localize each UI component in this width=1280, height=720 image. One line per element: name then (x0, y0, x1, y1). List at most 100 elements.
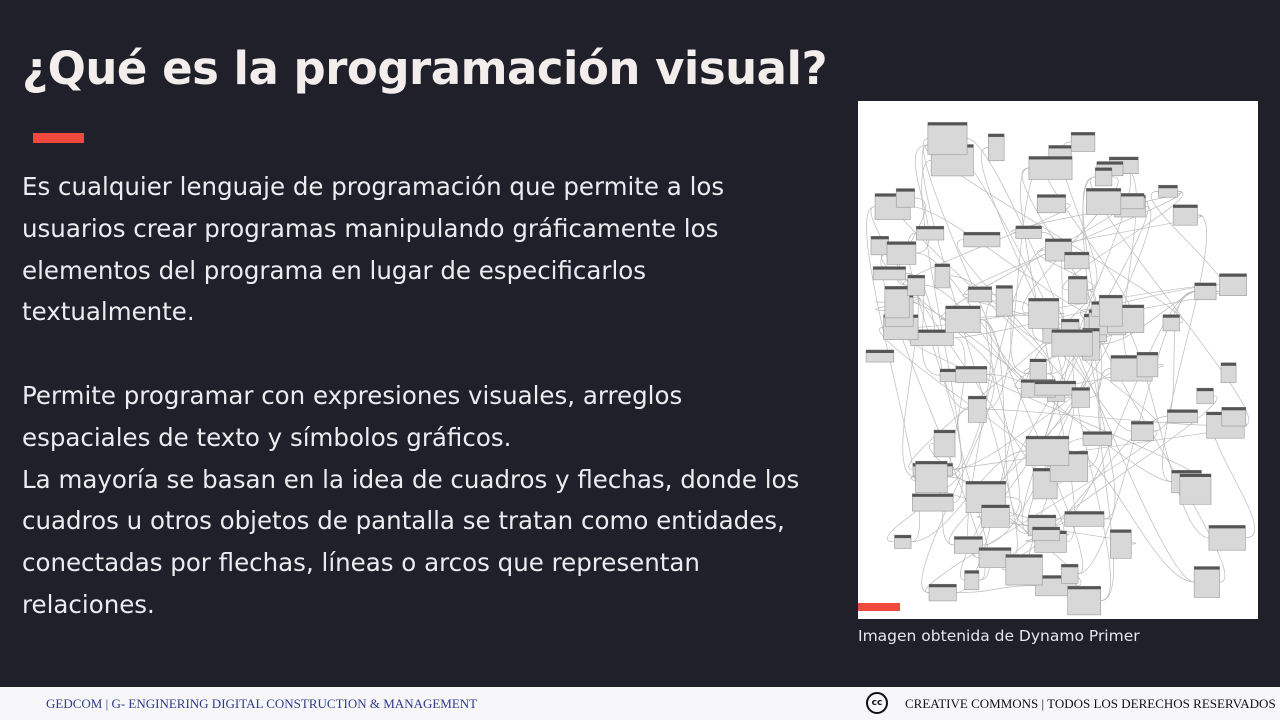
image-caption: Imagen obtenida de Dynamo Primer (858, 627, 1140, 645)
connector-wire (986, 408, 1207, 426)
graph-node-header (910, 329, 954, 333)
graph-node-header (1061, 564, 1079, 568)
graph-node-header (955, 366, 987, 370)
connector-wire (1062, 190, 1184, 291)
graph-node-header (1173, 204, 1198, 208)
graph-node-header (870, 236, 889, 240)
graph-node-header (916, 226, 944, 230)
graph-node-header (1071, 387, 1090, 391)
paragraph-expressions: Permite programar con expresiones visual… (22, 380, 683, 452)
image-accent-bar (858, 603, 900, 611)
graph-node-header (1064, 252, 1089, 256)
graph-node-header (1109, 193, 1145, 197)
graph-node-header (1179, 473, 1211, 477)
graph-node (894, 534, 912, 549)
graph-node-header (981, 504, 1010, 508)
creative-commons-icon: cc (866, 692, 888, 714)
connector-wire (980, 318, 1029, 526)
graph-node-header (1099, 295, 1123, 299)
slide-title: ¿Qué es la programación visual? (22, 42, 828, 95)
graph-node-header (896, 188, 915, 192)
graph-node-header (884, 286, 910, 290)
node-graph-illustration (865, 122, 1255, 616)
connector-wire (947, 249, 1046, 478)
connector-wire (1082, 176, 1103, 398)
graph-node (1005, 554, 1043, 586)
graph-node-header (1194, 566, 1220, 570)
graph-node-header (1110, 529, 1132, 533)
graph-node-header (1167, 409, 1198, 413)
graph-node-header (1194, 282, 1217, 286)
connector-wire (985, 300, 1020, 517)
graph-node (1028, 297, 1060, 329)
graph-node-header (1171, 470, 1202, 474)
connector-wire (921, 144, 1018, 558)
graph-node-header (1033, 468, 1058, 472)
graph-node-header (945, 305, 981, 309)
graph-node (988, 133, 1005, 162)
graph-node (1098, 294, 1123, 327)
graph-node-header (1109, 156, 1139, 160)
connector-wire (981, 146, 1063, 389)
graph-node (945, 305, 981, 334)
graph-node (1110, 529, 1132, 559)
graph-node (1172, 204, 1198, 226)
graph-node (1219, 273, 1247, 296)
graph-node-header (1096, 161, 1123, 165)
graph-node-header (1158, 185, 1178, 189)
graph-node (1179, 473, 1212, 505)
graph-node (933, 429, 956, 458)
graph-node (995, 285, 1013, 317)
graph-node-header (1026, 436, 1069, 440)
graph-node-header (1095, 167, 1112, 171)
connector-wire (866, 206, 920, 543)
graph-node (1193, 566, 1220, 598)
graph-node-header (1034, 381, 1076, 385)
graph-node-header (954, 536, 983, 540)
graph-node-header (1071, 132, 1095, 136)
connector-wire (922, 137, 1084, 575)
graph-node-header (963, 232, 1000, 236)
graph-node (865, 349, 895, 363)
graph-node-header (1136, 352, 1158, 356)
graph-node-header (1086, 188, 1121, 192)
graph-node-header (1028, 298, 1059, 302)
graph-node-header (996, 285, 1013, 289)
graph-node-header (1221, 362, 1237, 366)
graph-node (1028, 156, 1073, 180)
graph-node-header (1035, 575, 1077, 579)
graph-node-header (1219, 273, 1247, 277)
graph-node (1086, 188, 1122, 215)
graph-node (884, 286, 910, 319)
graph-node-header (866, 349, 894, 353)
graph-node-header (1028, 156, 1073, 160)
graph-node-header (979, 547, 1011, 551)
connector-wire (1162, 214, 1207, 482)
graph-node-header (1037, 194, 1066, 198)
footer: GEDCOM | G- ENGINERING DIGITAL CONSTRUCT… (0, 687, 1280, 720)
graph-node (1158, 184, 1178, 198)
graph-node (1136, 351, 1159, 378)
graph-node-header (1029, 358, 1047, 362)
connector-wire (982, 438, 1083, 546)
paragraph-definition: Es cualquier lenguaje de programación qu… (22, 172, 725, 327)
graph-node-header (1208, 525, 1246, 529)
graph-node-header (912, 493, 954, 497)
graph-node (1067, 585, 1102, 616)
connector-wire (1036, 249, 1096, 291)
connector-wire (1040, 214, 1203, 251)
connector-wire (1005, 496, 1033, 535)
graph-node-header (907, 275, 925, 279)
graph-node-header (927, 122, 968, 126)
graph-node-header (1196, 388, 1214, 392)
title-accent-bar (33, 133, 84, 143)
graph-node-header (1048, 145, 1072, 149)
graph-node-header (1131, 421, 1154, 425)
footer-organization: GEDCOM | G- ENGINERING DIGITAL CONSTRUCT… (46, 696, 478, 711)
connector-wire (1097, 367, 1114, 601)
graph-node (934, 263, 951, 289)
graph-node-header (1028, 515, 1056, 519)
graph-node (907, 274, 926, 296)
graph-node-header (929, 584, 957, 588)
graph-node-header (934, 263, 950, 267)
